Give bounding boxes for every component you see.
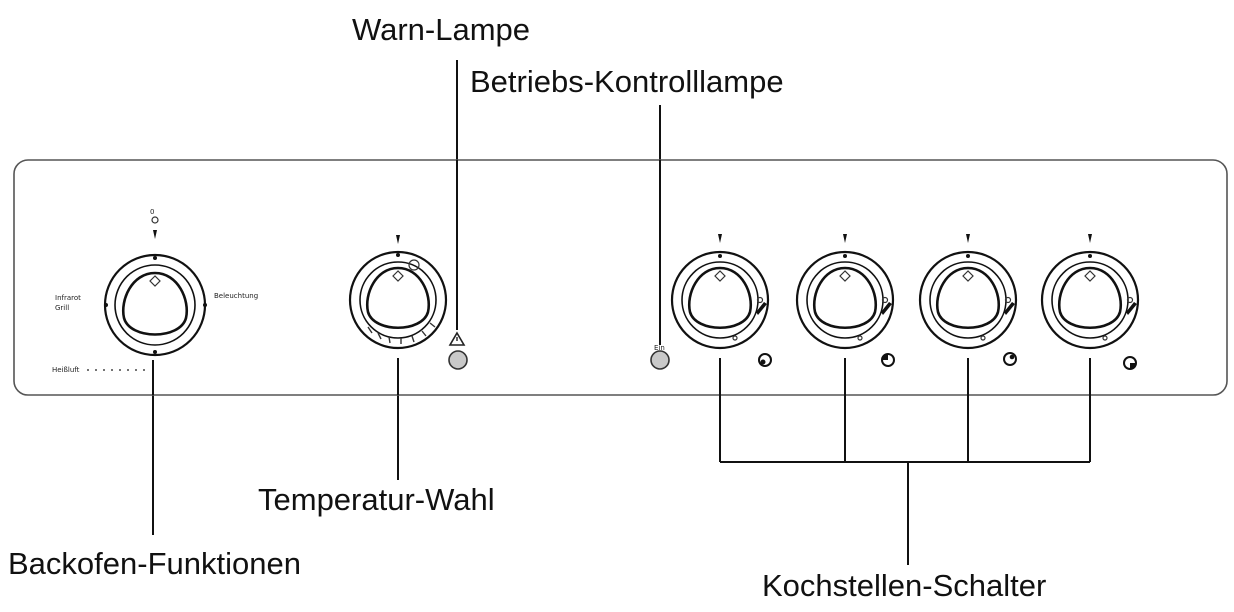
temperature-callout: Temperatur-Wahl [258, 482, 495, 517]
hob-switches-bracket [719, 358, 1091, 565]
lamp-label-on: Ein [654, 344, 665, 352]
hob-back-left-icon [758, 353, 772, 367]
hob-knob-1[interactable] [670, 234, 770, 350]
operating-lamp-callout: Betriebs-Kontrolllampe [470, 64, 784, 99]
hob-knob-2[interactable] [795, 234, 895, 350]
operating-lamp [650, 350, 670, 370]
oven-label-grill: Grill [55, 304, 69, 312]
oven-functions-callout: Backofen-Funktionen [8, 546, 301, 581]
hob-knob-4[interactable] [1040, 234, 1140, 350]
hob-switches-callout: Kochstellen-Schalter [762, 568, 1047, 603]
oven-function-knob[interactable] [103, 216, 207, 357]
temperature-knob[interactable] [348, 235, 448, 350]
warn-lamp [448, 350, 468, 370]
oven-label-infrared: Infrarot [55, 294, 81, 302]
hob-front-right-icon [1123, 356, 1137, 370]
hob-knob-3[interactable] [918, 234, 1018, 350]
warn-lamp-callout: Warn-Lampe [352, 12, 531, 47]
hob-front-left-icon [881, 353, 895, 367]
control-panel [13, 159, 1228, 396]
oven-label-hot-air: Heißluft [52, 366, 80, 374]
warning-triangle-icon [448, 331, 466, 346]
oven-label-light: Beleuchtung [214, 292, 258, 300]
hob-back-right-icon [1003, 352, 1017, 366]
hot-air-dotted-line [87, 369, 145, 371]
oven-label-off: 0 [150, 208, 154, 216]
